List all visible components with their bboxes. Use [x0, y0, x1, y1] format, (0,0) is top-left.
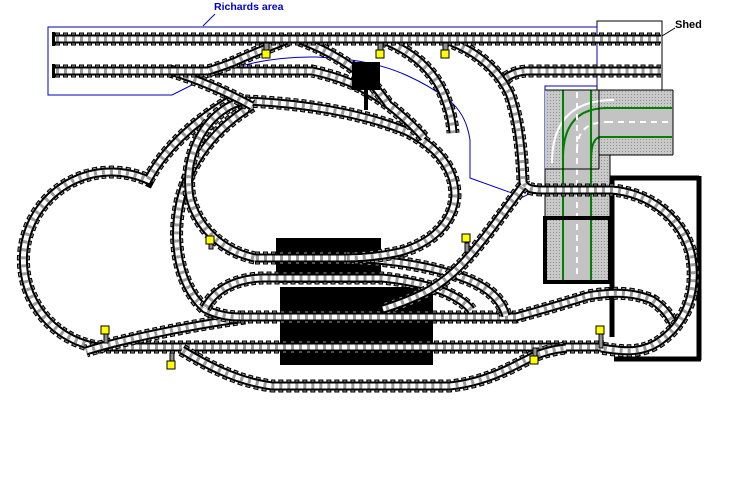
track-lc-uturn[interactable] [443, 33, 700, 358]
building-block[interactable] [352, 62, 380, 90]
richards-leader-line [202, 13, 216, 27]
signal-yard-right-post [598, 333, 604, 349]
road-corner-marking [551, 99, 615, 164]
signal-loop-head [100, 325, 110, 335]
track-yard-mid[interactable] [240, 286, 682, 331]
signal-oval-head [205, 235, 215, 245]
track-loop-left[interactable] [16, 90, 242, 354]
track-branch[interactable] [380, 33, 460, 134]
signal-curve-head [461, 233, 471, 243]
signal-curve-post [464, 242, 470, 253]
building-stem [364, 90, 368, 110]
shed-building[interactable] [596, 20, 663, 91]
signal-yard-right[interactable] [595, 325, 605, 349]
track-end-cap [52, 32, 55, 46]
signal-oval[interactable] [205, 235, 215, 250]
signal-yard-right-head [595, 325, 605, 335]
signal-curve[interactable] [461, 233, 471, 253]
richards-area-label[interactable]: Richards area [214, 1, 284, 13]
signal-loop-post [103, 333, 109, 344]
shed-leader-line [661, 27, 676, 37]
track-crossover[interactable] [206, 33, 291, 78]
shed-label[interactable]: Shed [675, 19, 702, 31]
track-station-b[interactable] [199, 271, 477, 315]
signal-sag[interactable] [529, 347, 539, 365]
track-inner-link[interactable] [170, 100, 256, 324]
signal-top-2-head [375, 49, 385, 59]
road-center-line [576, 121, 608, 151]
signal-top-3[interactable] [440, 42, 450, 59]
signal-top-1-head [261, 49, 271, 59]
track-end-cap [52, 64, 55, 78]
track-oval-right[interactable] [244, 94, 462, 265]
signal-top-1[interactable] [261, 42, 271, 59]
signal-sag-head [529, 355, 539, 365]
track-s2-right[interactable] [502, 64, 661, 84]
track-sag[interactable] [178, 341, 567, 393]
signal-loop[interactable] [100, 325, 110, 344]
signal-top-3-head [440, 49, 450, 59]
track-yard-link[interactable] [381, 182, 529, 316]
signal-yard-left[interactable] [166, 352, 176, 370]
signal-yard-left-head [166, 360, 176, 370]
signal-top-2[interactable] [375, 42, 385, 59]
richards-area-boundary[interactable] [47, 26, 598, 198]
